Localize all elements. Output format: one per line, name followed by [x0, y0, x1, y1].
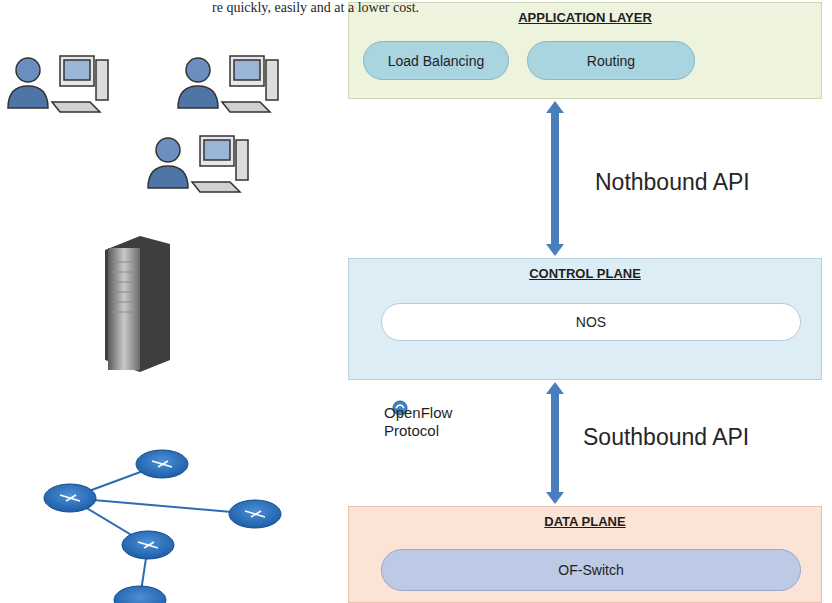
- node-text: Load Balancing: [388, 53, 485, 69]
- network-icon: [44, 450, 281, 603]
- user-computer-icons: [8, 56, 278, 192]
- node-text: OF-Switch: [558, 562, 623, 578]
- protocol-label: OpenFlow Protocol: [384, 404, 464, 440]
- node-text: Routing: [587, 53, 635, 69]
- cropped-paper-text: re quickly, easily and at a lower cost.: [212, 0, 419, 16]
- api-arrow: [546, 101, 564, 256]
- nos-pill: NOS: [381, 303, 801, 341]
- function-pill: Load Balancing: [363, 41, 509, 80]
- api-arrow: [546, 382, 564, 504]
- application-layer-band: APPLICATION LAYER Load Balancing Routing: [348, 2, 822, 99]
- control-plane-band: CONTROL PLANE NOS: [348, 258, 822, 380]
- layer-heading: DATA PLANE: [349, 514, 821, 529]
- function-pill: Routing: [527, 41, 695, 80]
- api-label: Southbound API: [583, 424, 749, 451]
- switch-pill: OF-Switch: [381, 549, 801, 591]
- node-text: NOS: [576, 314, 606, 330]
- data-plane-band: DATA PLANE OF-Switch: [348, 506, 822, 603]
- layer-heading: APPLICATION LAYER: [349, 10, 821, 25]
- layer-heading: CONTROL PLANE: [349, 266, 821, 281]
- api-label: Nothbound API: [595, 169, 750, 196]
- server-icon: [105, 236, 170, 372]
